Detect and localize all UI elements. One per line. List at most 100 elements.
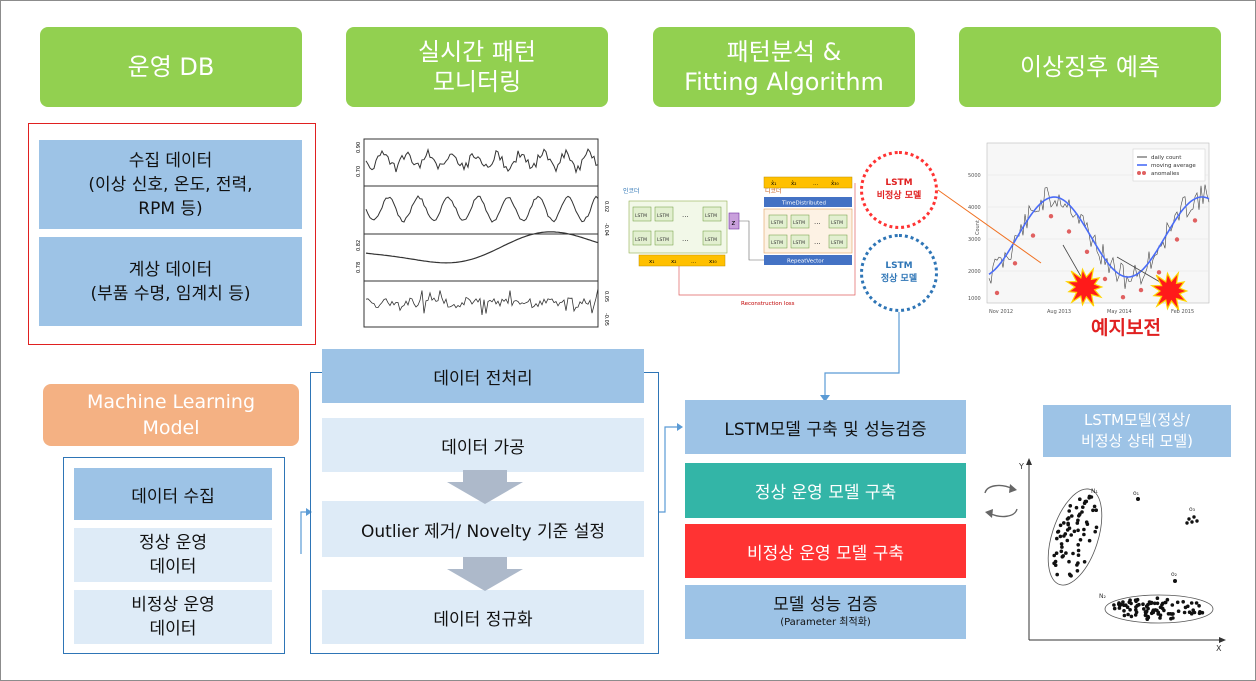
cluster-n2-point	[1189, 601, 1194, 605]
ts-tick-r3a: 0.82	[356, 240, 362, 251]
anomaly-point	[1030, 233, 1036, 238]
dec-cell	[768, 234, 788, 249]
enc-cell-label: LSTM	[705, 237, 717, 243]
dec-dots: ...	[814, 218, 821, 226]
header-anomaly-prediction: 이상징후 예측	[959, 27, 1221, 107]
cluster-n2-point	[1112, 603, 1116, 607]
dec-dots: ...	[814, 238, 821, 246]
chart-legend: daily count moving average anomalies	[1132, 148, 1206, 182]
cluster-n1-point	[1062, 534, 1066, 538]
ts-observed-line	[365, 148, 599, 175]
enc-cell-label: LSTM	[635, 237, 647, 243]
output-x1: x̂₁	[771, 181, 776, 187]
dec-cell-label: LSTM	[831, 240, 843, 246]
cluster-n2-point	[1129, 614, 1134, 619]
cluster-n2-point	[1170, 603, 1175, 607]
dec-cell	[828, 234, 848, 249]
cluster-n1-point	[1068, 504, 1073, 508]
cluster-n1-point	[1094, 525, 1099, 530]
ts-tick-r1a: 0.90	[356, 142, 362, 153]
cluster-n2-point	[1158, 616, 1162, 620]
cluster-n2-point	[1117, 606, 1122, 610]
cluster-n2-point	[1128, 608, 1132, 612]
cluster-n1-point	[1072, 529, 1077, 534]
anomaly-point	[1102, 276, 1108, 282]
outlier-o3-point	[1192, 515, 1196, 519]
cluster-n2-point	[1133, 613, 1138, 617]
output-x2: x̂₂	[791, 181, 796, 187]
scatter-axis-y-label: Y	[1018, 462, 1024, 471]
cluster-n1-label: N₁	[1091, 488, 1098, 495]
ts-frame	[363, 138, 599, 328]
cluster-n1-point	[1061, 554, 1065, 558]
cluster-n1-point	[1082, 532, 1086, 537]
cluster-n2-point	[1158, 605, 1163, 610]
cluster-n2-point	[1171, 612, 1175, 616]
cluster-n1-point	[1056, 529, 1061, 534]
anomaly-burst-1	[1064, 266, 1104, 307]
cluster-n1-point	[1060, 545, 1064, 549]
cluster-n2-ellipse	[1104, 594, 1214, 624]
chart-ylabel: Count	[975, 220, 981, 235]
anomaly-burst-2	[1149, 270, 1189, 311]
legend-moving-average: moving average	[1151, 163, 1196, 169]
legend-anomalies: anomalies	[1151, 171, 1179, 177]
down-arrow-shape	[447, 470, 523, 504]
enc-cell	[702, 206, 722, 222]
cluster-n1-point	[1065, 538, 1070, 543]
cluster-n1-point	[1082, 560, 1087, 564]
swap-arrowhead-bottom	[985, 509, 993, 518]
swap-arrows-icon	[984, 484, 1018, 518]
cluster-n1-point	[1091, 508, 1095, 513]
enc-cell	[654, 206, 674, 222]
cluster-n2-point	[1191, 608, 1195, 612]
time-series-panel: 0.90 0.70 0.02 -0.04 0.82 0.78 0.05 -0.0…	[356, 138, 609, 328]
cluster-n2-point	[1194, 601, 1199, 605]
output-dots: ...	[813, 181, 818, 187]
cluster-n2-point	[1182, 610, 1187, 615]
chart-xtick-may2014: May 2014	[1107, 309, 1132, 315]
cluster-n2-point	[1141, 602, 1145, 606]
dec-cell-label: LSTM	[771, 220, 783, 226]
cluster-n1-point	[1075, 521, 1080, 525]
swap-arrow-top	[984, 484, 1014, 494]
enc-cell	[702, 230, 722, 246]
dec-cell-label: LSTM	[793, 240, 805, 246]
reconstruction-loss-label: Reconstruction loss	[741, 301, 795, 307]
cluster-n2-point	[1121, 600, 1125, 604]
cluster-n2-point	[1112, 606, 1117, 611]
swap-arrowhead-top	[1009, 484, 1017, 493]
down-arrow-shape	[447, 557, 523, 591]
legend-daily-count: daily count	[1151, 155, 1182, 161]
cluster-n1-point	[1070, 514, 1074, 518]
enc-cell-label: LSTM	[635, 213, 647, 219]
anomaly-point	[1048, 214, 1054, 219]
cluster-n1-ellipse	[1047, 488, 1103, 586]
autoencoder-diagram: 인코더 디코더 LSTM LSTM LSTM LSTM LSTM LSTM ..…	[623, 176, 856, 307]
anomaly-point	[994, 290, 1000, 296]
cluster-n1-point	[1067, 509, 1071, 513]
cluster-n1-point	[1058, 523, 1063, 528]
measured-data-box: 계상 데이터 (부품 수명, 임계치 등)	[39, 237, 302, 326]
time-distributed-label: TimeDistributed	[781, 201, 826, 207]
ts-tick-r1b: 0.70	[356, 166, 362, 177]
legend-anomaly-swatch	[1142, 171, 1146, 175]
latent-z-label: z	[732, 219, 736, 227]
input-x1: x₁	[649, 259, 654, 265]
input-x2: x₂	[671, 259, 676, 265]
input-x30: x₃₀	[709, 259, 717, 265]
output-sequence-bar	[763, 176, 853, 189]
chart-xtick-feb2015: Feb 2015	[1171, 309, 1194, 315]
data-collection-box: 데이터 수집	[74, 468, 272, 520]
cluster-n2-label: N₂	[1099, 593, 1106, 600]
dec-cell-label: LSTM	[831, 220, 843, 226]
ts-tick-r2a: 0.02	[603, 201, 609, 212]
anomaly-point	[1174, 237, 1180, 242]
normal-operation-data-box: 정상 운영 데이터	[74, 528, 272, 582]
cluster-n1-point	[1054, 551, 1059, 555]
outlier-o2-label: o₂	[1171, 571, 1178, 578]
anomaly-point	[1138, 287, 1144, 293]
lstm-abnormal-model-circle: LSTM 비정상 모델	[860, 151, 938, 229]
lstm-normal-model-circle: LSTM 정상 모델	[860, 234, 938, 312]
down-arrow-2	[447, 557, 523, 591]
